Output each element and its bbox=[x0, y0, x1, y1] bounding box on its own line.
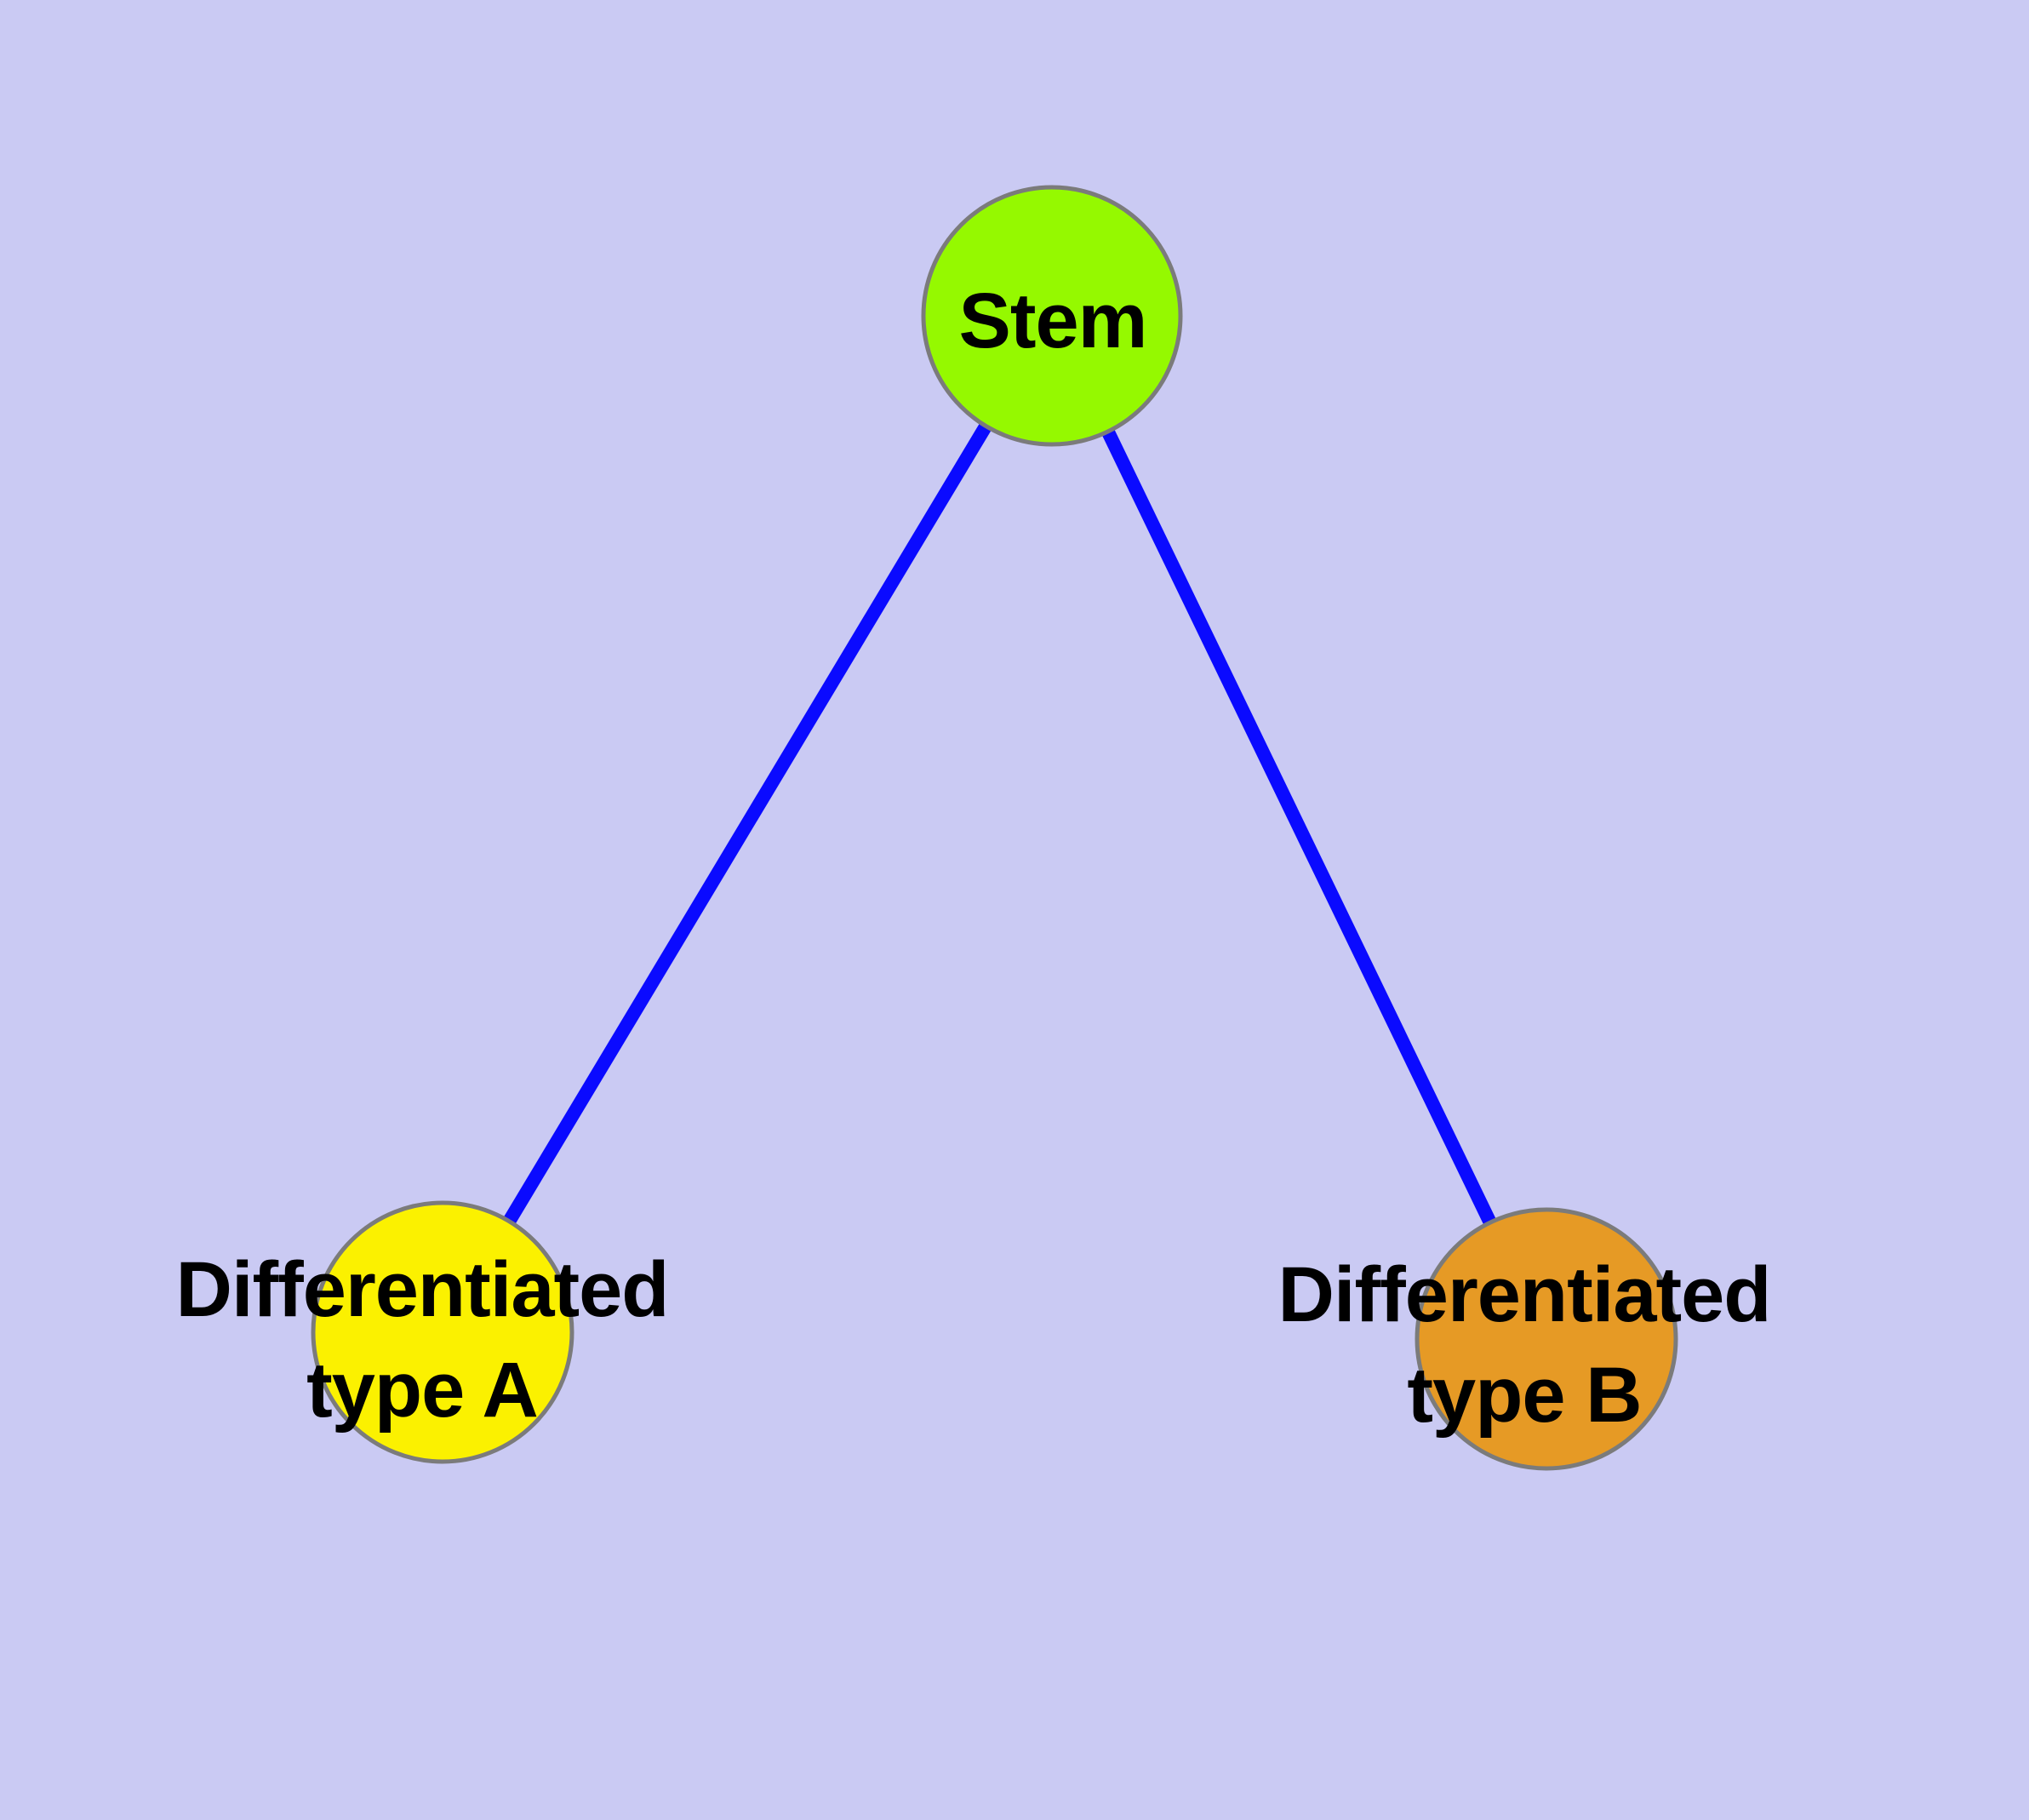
node-label-type-a-line-1: Differentiated bbox=[175, 1246, 670, 1333]
node-circle-type-a bbox=[311, 1200, 574, 1464]
node-circle-stem bbox=[921, 185, 1183, 447]
node-label-differentiated-type-a: Differentiated type A bbox=[175, 1239, 670, 1440]
node-label-stem-line-1: Stem bbox=[958, 278, 1148, 364]
node-label-type-b-line-2: type B bbox=[1407, 1352, 1642, 1439]
node-label-stem: Stem bbox=[958, 271, 1148, 371]
node-label-differentiated-type-b: Differentiated type B bbox=[1277, 1245, 1772, 1445]
node-label-type-b-line-1: Differentiated bbox=[1277, 1251, 1772, 1338]
node-label-type-a-line-2: type A bbox=[306, 1347, 539, 1434]
edge-stem-type-a bbox=[437, 312, 1058, 1336]
edge-stem-type-b bbox=[1045, 312, 1553, 1342]
node-circle-type-b bbox=[1415, 1207, 1678, 1471]
